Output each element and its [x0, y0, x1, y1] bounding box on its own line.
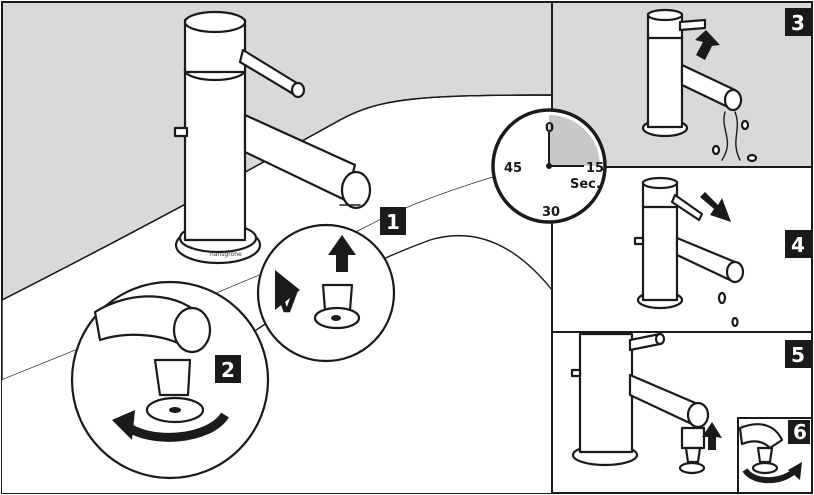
step2-inset: [70, 280, 270, 480]
rotate-arrow-icon: [112, 410, 229, 442]
step-badge-2: 2: [215, 355, 241, 383]
svg-text:2: 2: [221, 358, 235, 382]
timer-highlight: [549, 115, 600, 166]
timer-mark-0: 0: [545, 121, 554, 136]
step1-inset: V: [256, 223, 396, 363]
panel-5: 5 6: [551, 331, 813, 494]
aerator-key-icon: [678, 426, 706, 475]
arrow-up-icon: [702, 422, 722, 450]
arrow-down-icon: [700, 192, 731, 222]
arrow-up-icon: [328, 235, 356, 272]
aerator-key-icon: [313, 283, 361, 330]
svg-text:5: 5: [791, 343, 805, 367]
valve-label: V: [276, 286, 298, 319]
svg-text:4: 4: [791, 233, 805, 257]
water-drops-icon: [711, 111, 758, 163]
step-badge-5: 5: [785, 340, 811, 368]
timer-unit: Sec.: [570, 177, 601, 192]
svg-text:3: 3: [791, 11, 805, 35]
step-badge-4: 4: [785, 230, 811, 258]
brand-mark: hansgrohe: [210, 251, 242, 258]
timer-mark-15: 15: [586, 161, 604, 176]
main-panel: hansgrohe V: [1, 1, 553, 494]
timer-mark-30: 30: [542, 205, 560, 220]
step-badge-3: 3: [785, 8, 811, 36]
svg-text:6: 6: [793, 420, 807, 444]
stopwatch-icon: 0 15 30 45 Sec.: [491, 108, 607, 224]
faucet-icon: [633, 176, 745, 310]
water-drops-icon: [717, 291, 739, 328]
arrow-right-icon: [275, 270, 300, 310]
faucet-icon: [641, 8, 743, 138]
rotate-arrow-icon: [742, 462, 802, 484]
faucet-icon: hansgrohe: [173, 10, 372, 265]
arrow-up-icon: [695, 30, 720, 60]
svg-text:1: 1: [386, 210, 400, 234]
timer-mark-45: 45: [504, 161, 522, 176]
step-badge-6: 6: [788, 420, 810, 444]
panel-6: 6: [737, 417, 813, 494]
step-badge-1: 1: [380, 207, 406, 235]
